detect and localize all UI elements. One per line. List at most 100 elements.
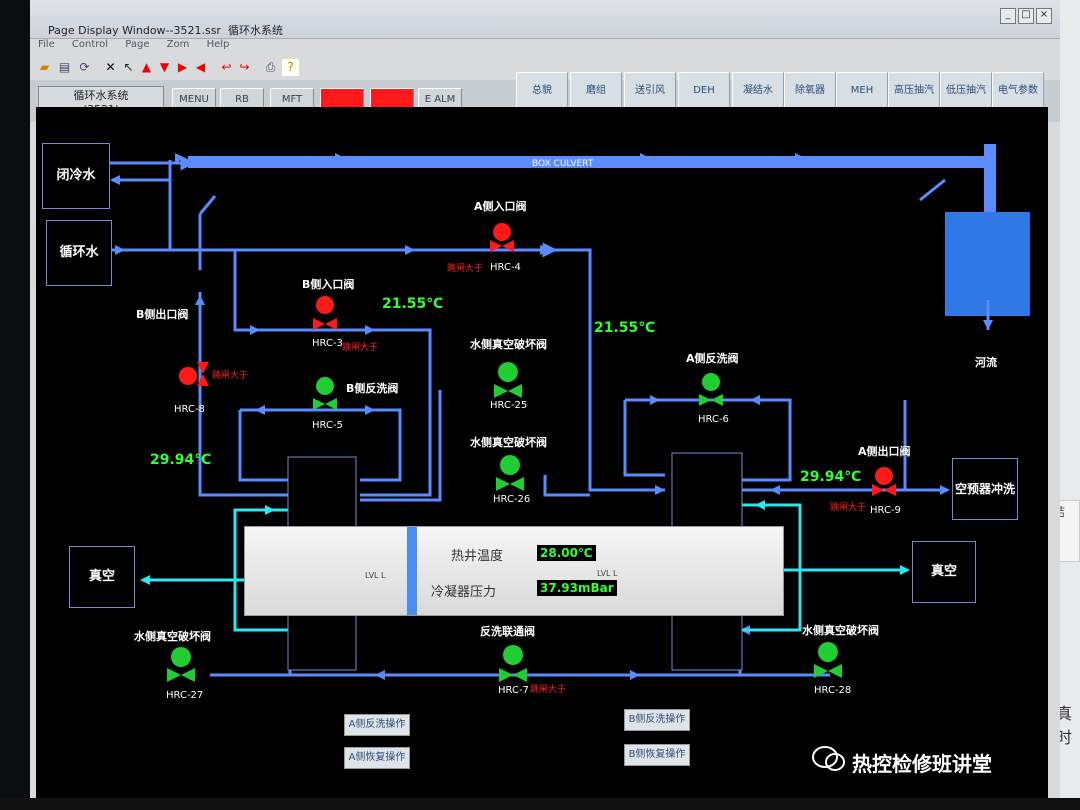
close-button[interactable]: × [1036, 8, 1052, 24]
open-icon[interactable]: ▰ [39, 60, 50, 74]
tab-deh[interactable]: DEH [678, 72, 730, 110]
tab-lp-extraction[interactable]: 低压抽汽 [940, 72, 992, 110]
river-label: 河流 [975, 356, 997, 369]
menu-help[interactable]: Help [206, 39, 230, 50]
closed-cooling-box[interactable]: 闭冷水 [42, 143, 110, 209]
menu-page[interactable]: Page [125, 39, 150, 50]
wechat-icon [812, 746, 845, 771]
hrc5-tag: HRC-5 [312, 420, 343, 431]
hrc28-name: 水侧真空破坏阀 [802, 624, 879, 637]
hrc25-name: 水侧真空破坏阀 [470, 338, 547, 351]
hrc9-name: A侧出口阀 [858, 445, 911, 458]
circ-water-box[interactable]: 循环水 [46, 220, 112, 286]
a-backwash-button[interactable]: A侧反洗操作 [344, 714, 410, 736]
minimize-button[interactable]: _ [1000, 8, 1016, 24]
hrc8-status: 跳闸大于 [212, 371, 249, 381]
print-preview-icon[interactable]: ▤ [58, 60, 71, 74]
valve-hrc6[interactable] [699, 373, 723, 406]
refresh-icon[interactable]: ⟳ [79, 60, 90, 74]
title-bar: Page Display Window--3521.ssr 循环水系统 _ □ … [30, 0, 1060, 39]
hrc26-tag: HRC-26 [493, 494, 531, 505]
arrow-down-icon[interactable]: ▼ [159, 60, 170, 74]
hrc8-tag: HRC-8 [174, 404, 205, 415]
arrow-right-icon[interactable]: ▶ [177, 60, 188, 74]
valve-hrc25[interactable] [494, 362, 522, 398]
hotwell-temp-label: 热井温度 [451, 549, 504, 564]
valve-hrc7[interactable] [499, 645, 527, 682]
hrc7-name: 反洗联通阀 [480, 625, 535, 638]
b-restore-button[interactable]: B侧恢复操作 [624, 744, 690, 766]
tab-overview[interactable]: 总貌 [516, 72, 568, 110]
hrc3-tag: HRC-3 [312, 338, 343, 349]
air-preheater-box[interactable]: 空预器冲洗 [952, 458, 1018, 520]
valve-hrc26[interactable] [496, 455, 524, 491]
process-diagram [36, 107, 1048, 800]
tab-mills[interactable]: 磨组 [570, 72, 622, 110]
window-subtitle: 循环水系统 [227, 24, 283, 37]
hrc8-name: B侧出口阀 [136, 308, 189, 321]
hrc25-tag: HRC-25 [490, 400, 528, 411]
hrc6-name: A侧反洗阀 [686, 352, 739, 365]
hrc7-status: 跳闸大于 [530, 685, 567, 695]
vacuum-left-box[interactable]: 真空 [69, 546, 135, 608]
valve-hrc27[interactable] [167, 647, 195, 682]
watermark-text: 热控检修班讲堂 [852, 752, 992, 776]
b-backwash-button[interactable]: B侧反洗操作 [624, 709, 690, 731]
box-culvert-label: BOX CULVERT [532, 159, 594, 169]
level-right: LVL L [597, 569, 618, 578]
pointer-icon[interactable]: ↖ [123, 60, 134, 74]
intake-basin [945, 212, 1030, 316]
hrc7-tag: HRC-7 [498, 685, 529, 696]
bg-text: 真时 [1056, 704, 1073, 747]
valve-hrc5[interactable] [313, 377, 337, 410]
valve-hrc28[interactable] [814, 642, 842, 678]
arrow-left-icon[interactable]: ◀ [195, 60, 206, 74]
hrc9-tag: HRC-9 [870, 505, 901, 516]
temp-b-outlet: 29.94℃ [150, 452, 212, 468]
menu-control[interactable]: Control [71, 39, 109, 50]
a-restore-button[interactable]: A侧恢复操作 [344, 747, 410, 769]
hrc27-name: 水侧真空破坏阀 [134, 630, 211, 643]
hrc3-status: 跳闸大于 [342, 343, 379, 353]
maximize-button[interactable]: □ [1018, 8, 1034, 24]
valve-hrc9[interactable] [872, 467, 896, 496]
condenser-hotwell: 热井温度 28.00℃ 冷凝器压力 37.93mBar LVL L LVL L [244, 526, 784, 616]
temp-b-inlet: 21.55℃ [382, 296, 444, 312]
hrc27-tag: HRC-27 [166, 690, 204, 701]
temp-a-outlet: 29.94℃ [800, 469, 862, 485]
close-icon[interactable]: ✕ [105, 60, 116, 74]
monitor-bezel-bottom [0, 798, 1080, 810]
tab-electrical[interactable]: 电气参数 [992, 72, 1044, 110]
back-icon[interactable]: ↩ [221, 60, 232, 74]
hrc4-name: A侧入口阀 [474, 200, 527, 213]
hrc4-tag: HRC-4 [490, 262, 521, 273]
hrc26-name: 水侧真空破坏阀 [470, 436, 547, 449]
forward-icon[interactable]: ↪ [239, 60, 250, 74]
menu-file[interactable]: File [38, 39, 55, 50]
toolbar: ▰ ▤ ⟳ ✕ ↖ ▲ ▼ ▶ ◀ ↩ ↪ ⎙ ? [30, 56, 1060, 80]
level-left: LVL L [365, 571, 386, 580]
valve-hrc3[interactable] [313, 296, 337, 330]
arrow-up-icon[interactable]: ▲ [141, 60, 152, 74]
condenser-pressure-label: 冷凝器压力 [431, 585, 497, 600]
temp-a-inlet: 21.55℃ [594, 320, 656, 336]
hrc28-tag: HRC-28 [814, 685, 852, 696]
monitor-bezel-left [0, 0, 30, 810]
tab-deaerator[interactable]: 除氧器 [784, 72, 836, 110]
hrc4-status: 跳闸大于 [447, 264, 484, 274]
hrc5-name: B侧反洗阀 [346, 382, 399, 395]
valve-hrc4[interactable] [490, 223, 514, 252]
box-culvert-pipe: BOX CULVERT [188, 144, 996, 214]
hrc3-name: B侧入口阀 [302, 278, 355, 291]
vacuum-right-box[interactable]: 真空 [912, 541, 976, 603]
menu-zom[interactable]: Zom [166, 39, 190, 50]
menu-bar: File Control Page Zom Help [30, 39, 1060, 55]
drum-divider [407, 527, 417, 615]
help-icon[interactable]: ? [282, 59, 299, 76]
printer-icon[interactable]: ⎙ [265, 60, 276, 74]
valve-hrc8[interactable] [179, 362, 209, 386]
tab-fans[interactable]: 送引风 [624, 72, 676, 110]
condenser-pressure-value: 37.93mBar [537, 580, 617, 596]
hotwell-temp-value: 28.00℃ [537, 545, 596, 561]
hrc9-status: 跳闸大于 [830, 503, 867, 513]
